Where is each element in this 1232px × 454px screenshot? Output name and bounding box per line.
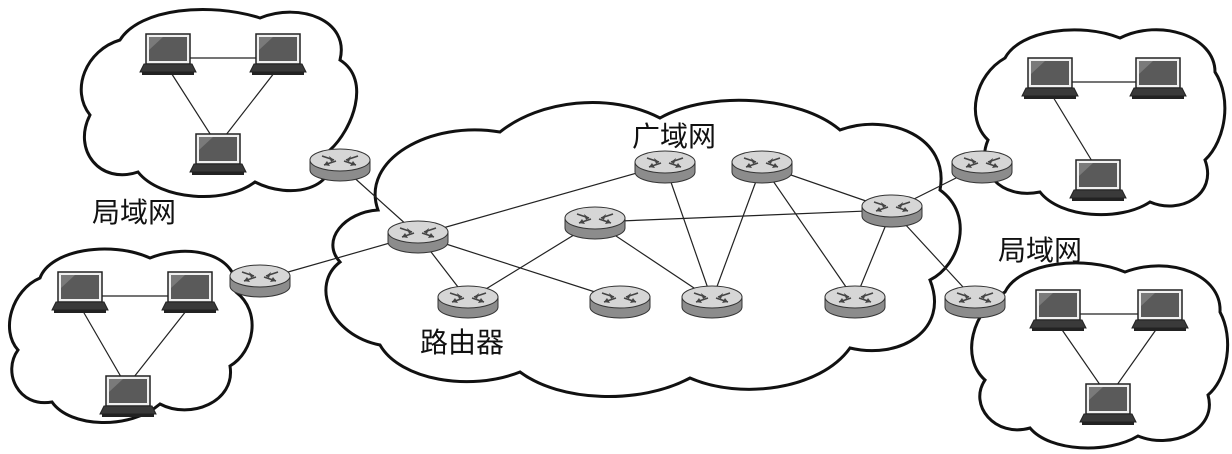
router-icon bbox=[634, 150, 696, 184]
router-icon bbox=[824, 285, 886, 319]
laptop-icon bbox=[161, 271, 219, 314]
wan-label: 广域网 bbox=[632, 120, 716, 153]
router-label: 路由器 bbox=[420, 326, 504, 359]
laptop-icon bbox=[139, 33, 197, 76]
router-icon bbox=[861, 194, 923, 228]
laptop-icon bbox=[1021, 57, 1079, 100]
laptop-icon bbox=[1029, 289, 1087, 332]
router-icon bbox=[589, 285, 651, 319]
router-icon bbox=[309, 148, 371, 182]
laptop-icon bbox=[189, 133, 247, 176]
lan-label-left: 局域网 bbox=[92, 196, 176, 229]
laptop-icon bbox=[1079, 383, 1137, 426]
router-icon bbox=[731, 150, 793, 184]
router-icon bbox=[681, 285, 743, 319]
router-icon bbox=[944, 285, 1006, 319]
laptop-icon bbox=[51, 271, 109, 314]
laptop-icon bbox=[1131, 289, 1189, 332]
laptop-icon bbox=[1129, 57, 1187, 100]
router-icon bbox=[387, 220, 449, 254]
laptop-icon bbox=[1069, 159, 1127, 202]
router-icon bbox=[564, 206, 626, 240]
router-icon bbox=[951, 150, 1013, 184]
wan-cloud bbox=[324, 98, 962, 398]
lan-label-right: 局域网 bbox=[998, 234, 1082, 267]
router-icon bbox=[437, 285, 499, 319]
laptop-icon bbox=[249, 33, 307, 76]
router-icon bbox=[229, 264, 291, 298]
laptop-icon bbox=[99, 375, 157, 418]
